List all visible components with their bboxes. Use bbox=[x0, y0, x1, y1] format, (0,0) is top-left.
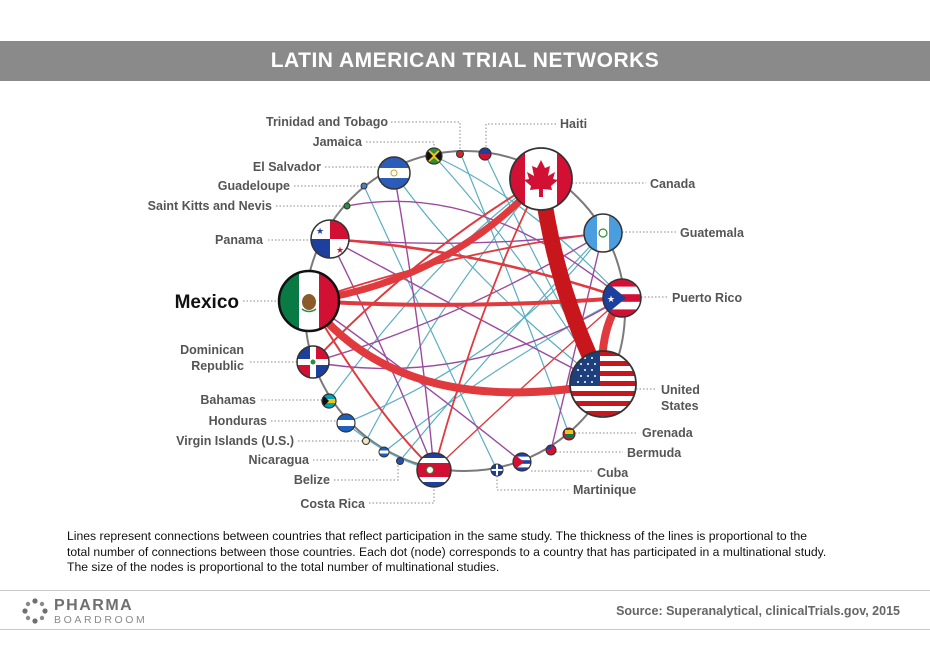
label-virgin-islands: Virgin Islands (U.S.) bbox=[176, 434, 294, 448]
node-trinidad-and-tobago bbox=[456, 150, 464, 158]
link-line bbox=[308, 232, 604, 302]
node-virgin-islands bbox=[362, 437, 370, 445]
country-labels: Trinidad and Tobago Jamaica El Salvador … bbox=[148, 115, 745, 511]
link-line bbox=[312, 232, 604, 363]
node-grenada bbox=[563, 428, 575, 440]
label-united-states-line2: States bbox=[661, 399, 699, 413]
label-canada: Canada bbox=[650, 177, 696, 191]
svg-text:★: ★ bbox=[336, 246, 344, 256]
link-line bbox=[363, 185, 498, 471]
label-jamaica: Jamaica bbox=[313, 135, 363, 149]
label-bahamas: Bahamas bbox=[200, 393, 256, 407]
label-haiti: Haiti bbox=[560, 117, 587, 131]
node-puerto-rico: ★ bbox=[603, 279, 641, 317]
node-belize bbox=[396, 457, 404, 465]
brand-name: PHARMA bbox=[54, 597, 134, 614]
label-bermuda: Bermuda bbox=[627, 446, 682, 460]
flag-nodes: ★ ★ bbox=[277, 147, 642, 488]
node-dominican-republic bbox=[297, 346, 329, 378]
brand-subname: BOARDROOM bbox=[54, 614, 148, 626]
label-mexico: Mexico bbox=[175, 292, 239, 313]
label-guatemala: Guatemala bbox=[680, 226, 745, 240]
label-belize: Belize bbox=[294, 473, 330, 487]
caption-line: total number of connections between thos… bbox=[67, 544, 827, 559]
label-puerto-rico: Puerto Rico bbox=[672, 291, 743, 305]
label-united-states-line1: United bbox=[661, 383, 700, 397]
caption: Lines represent connections between coun… bbox=[67, 529, 907, 576]
link-line bbox=[307, 296, 624, 307]
label-martinique: Martinique bbox=[573, 483, 636, 497]
label-trinidad-and-tobago: Trinidad and Tobago bbox=[266, 115, 388, 129]
label-group bbox=[243, 121, 676, 504]
node-united-states bbox=[570, 351, 636, 417]
link-line bbox=[308, 300, 435, 471]
node-haiti bbox=[479, 148, 491, 160]
label-grenada: Grenada bbox=[642, 426, 694, 440]
leader-line-martinique bbox=[496, 476, 569, 491]
node-nicaragua bbox=[379, 447, 389, 457]
node-cuba bbox=[513, 453, 531, 471]
svg-text:★: ★ bbox=[316, 227, 324, 237]
caption-line: The size of the nodes is proportional to… bbox=[67, 560, 500, 574]
link-line bbox=[383, 297, 623, 453]
label-guadeloupe: Guadeloupe bbox=[218, 179, 290, 193]
link-line bbox=[433, 178, 542, 471]
caption-line: Lines represent connections between coun… bbox=[67, 529, 808, 543]
label-saint-kitts-and-nevis: Saint Kitts and Nevis bbox=[148, 199, 272, 213]
leader-line-costa-rica bbox=[369, 487, 435, 504]
small-nodes bbox=[343, 150, 464, 465]
connection-lines bbox=[305, 151, 626, 471]
leader-line-jamaica bbox=[366, 141, 435, 148]
node-jamaica bbox=[426, 148, 442, 164]
link-line bbox=[397, 232, 604, 464]
leader-line-haiti bbox=[485, 123, 556, 148]
leader-line-trinidad bbox=[391, 121, 461, 152]
label-dominican-republic-line2: Republic bbox=[191, 359, 244, 373]
node-bermuda bbox=[546, 445, 556, 455]
link-line bbox=[328, 237, 624, 300]
link-line bbox=[433, 155, 623, 299]
label-costa-rica: Costa Rica bbox=[300, 497, 366, 511]
link-line bbox=[305, 297, 607, 397]
node-martinique bbox=[491, 464, 503, 476]
label-dominican-republic-line1: Dominican bbox=[180, 343, 244, 357]
svg-text:★: ★ bbox=[607, 295, 615, 305]
leader-line-belize bbox=[334, 463, 399, 481]
page-title: LATIN AMERICAN TRIAL NETWORKS bbox=[270, 49, 660, 72]
node-el-salvador bbox=[378, 157, 410, 189]
label-nicaragua: Nicaragua bbox=[249, 453, 310, 467]
node-panama: ★ ★ bbox=[311, 220, 349, 258]
node-honduras bbox=[337, 414, 355, 432]
label-el-salvador: El Salvador bbox=[253, 160, 321, 174]
link-line bbox=[345, 232, 604, 424]
footer-divider bbox=[0, 590, 930, 591]
node-costa-rica bbox=[417, 453, 451, 487]
label-cuba: Cuba bbox=[597, 466, 629, 480]
title-bar: LATIN AMERICAN TRIAL NETWORKS bbox=[0, 41, 930, 81]
label-panama: Panama bbox=[215, 233, 264, 247]
link-line bbox=[393, 172, 604, 385]
link-line bbox=[393, 172, 435, 471]
node-bahamas bbox=[322, 394, 336, 408]
node-guadeloupe bbox=[360, 182, 368, 190]
label-honduras: Honduras bbox=[209, 414, 267, 428]
link-line bbox=[459, 151, 570, 435]
link-line bbox=[328, 178, 542, 402]
source-note: Source: Superanalytical, clinicalTrials.… bbox=[616, 604, 900, 618]
link-line bbox=[305, 175, 545, 305]
node-saint-kitts-and-nevis bbox=[343, 202, 351, 210]
link-line bbox=[433, 297, 623, 471]
pharma-boardroom-logo-icon bbox=[22, 598, 48, 624]
network-diagram: Trinidad and Tobago Jamaica El Salvador … bbox=[148, 115, 745, 511]
footer-divider bbox=[0, 629, 930, 630]
